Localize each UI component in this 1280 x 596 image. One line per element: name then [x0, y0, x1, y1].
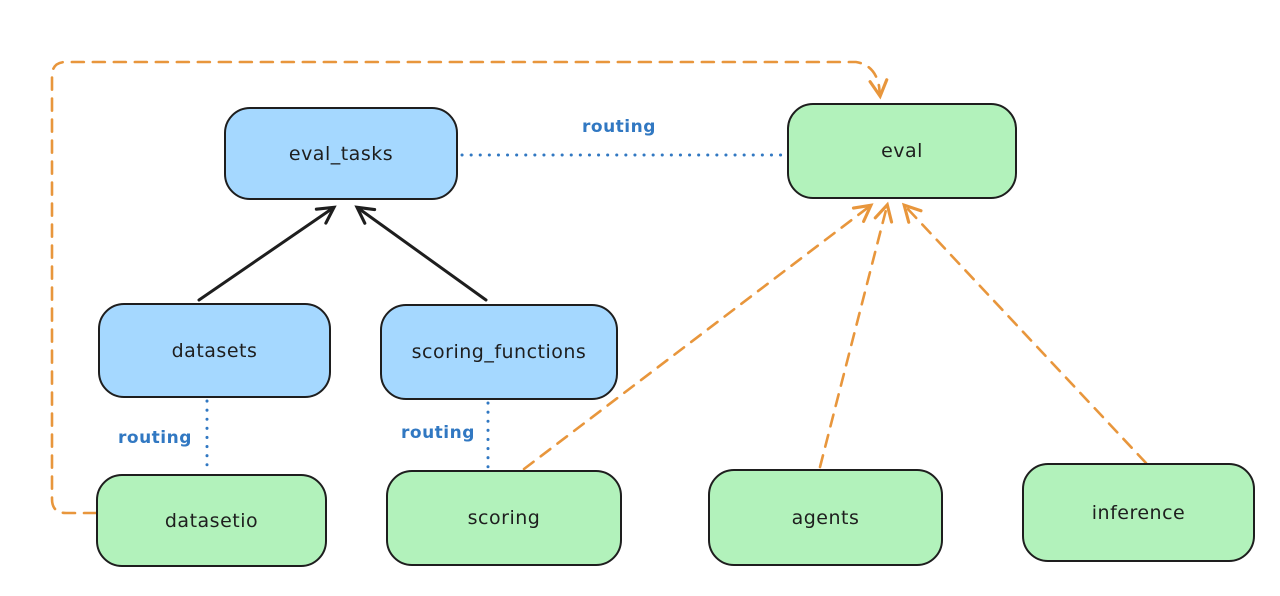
node-scoring-functions-label: scoring_functions	[411, 341, 587, 363]
node-eval-tasks: eval_tasks	[224, 107, 458, 200]
node-datasetio-label: datasetio	[164, 509, 259, 532]
edge-agents-to-eval-arrow	[818, 201, 894, 469]
node-eval-tasks-label: eval_tasks	[288, 142, 394, 165]
edge-datasetio-to-eval-arrow	[50, 60, 889, 515]
edge-label-routing-eval-tasks-eval: routing	[582, 117, 656, 137]
edge-label-routing-scoring-functions-scoring: routing	[401, 423, 475, 443]
node-eval: eval	[787, 103, 1017, 199]
node-inference-label: inference	[1091, 501, 1186, 524]
node-scoring-functions: scoring_functions	[380, 304, 618, 400]
node-inference: inference	[1022, 463, 1255, 562]
node-scoring-label: scoring	[467, 507, 541, 529]
edge-scoring-functions-to-eval-tasks-arrow	[354, 205, 488, 302]
edge-scoring-to-eval-arrow	[522, 203, 874, 471]
node-datasets-label: datasets	[171, 339, 258, 362]
edge-datasets-to-eval-tasks-arrow	[197, 205, 337, 302]
node-datasets: datasets	[98, 303, 331, 398]
edge-label-routing-datasets-datasetio: routing	[118, 428, 192, 448]
node-agents: agents	[708, 469, 943, 566]
node-scoring: scoring	[386, 470, 622, 566]
node-eval-label: eval	[881, 140, 923, 162]
node-agents-label: agents	[791, 506, 860, 529]
edge-inference-to-eval-arrow	[901, 202, 1148, 465]
node-datasetio: datasetio	[96, 474, 327, 567]
